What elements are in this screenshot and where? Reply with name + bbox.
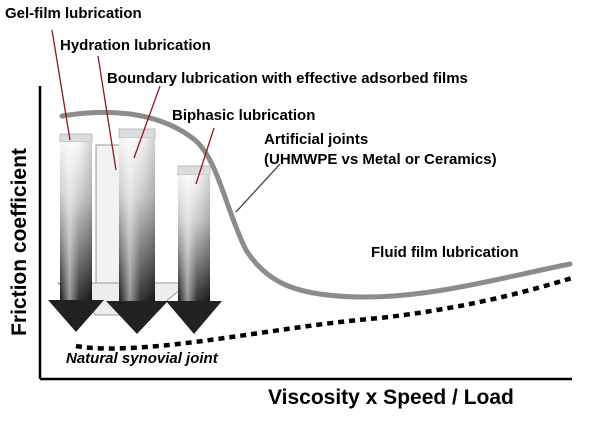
artificial-joints-label: Artificial joints: [264, 131, 369, 148]
y-axis-label: Friction coefficient: [7, 148, 31, 336]
biphasic-label: Biphasic lubrication: [172, 107, 316, 124]
fluid-film-label: Fluid film lubrication: [371, 244, 519, 261]
gel-film-label: Gel-film lubrication: [5, 5, 142, 22]
x-axis-label: Viscosity x Speed / Load: [268, 386, 514, 409]
boundary-leader: [133, 85, 161, 159]
gel-film-arrow: [48, 133, 104, 332]
biphasic-leader: [195, 127, 215, 185]
natural-joint-label: Natural synovial joint: [66, 350, 218, 367]
artificial-leader: [235, 163, 281, 213]
artificial-joints-sublabel: (UHMWPE vs Metal or Ceramics): [264, 151, 497, 168]
boundary-label: Boundary lubrication with effective adso…: [107, 70, 468, 87]
hydration-leader: [97, 55, 117, 171]
artificial-joint-curve: [59, 109, 573, 300]
gel-film-leader: [51, 29, 71, 141]
hydration-arrow: [106, 128, 168, 334]
biphasic-arrow: [166, 165, 222, 334]
hydration-label: Hydration lubrication: [60, 37, 211, 54]
